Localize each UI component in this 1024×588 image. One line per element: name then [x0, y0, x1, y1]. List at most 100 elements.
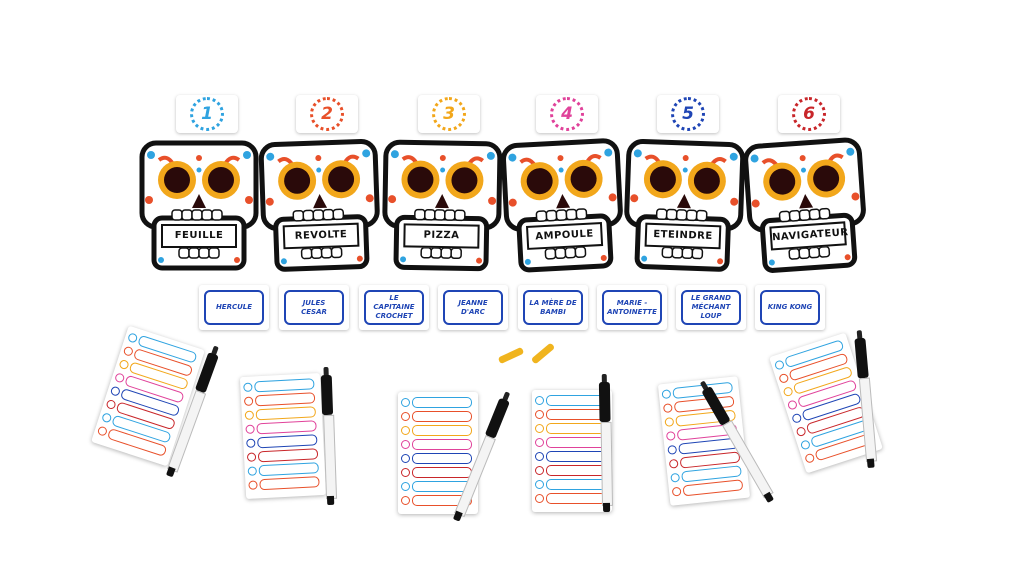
bone-token	[497, 346, 525, 365]
answer-row	[682, 479, 744, 497]
row-number-badge	[122, 345, 135, 357]
answer-row	[546, 479, 606, 490]
row-number-badge	[773, 359, 786, 371]
answer-row	[412, 397, 472, 408]
character-name: MARIE - ANTOINETTE	[602, 290, 662, 325]
row-number-badge	[535, 452, 544, 461]
row-number-badge	[535, 396, 544, 405]
character-card: LA MÈRE DE BAMBI	[518, 285, 588, 330]
skull-word: FEUILLE	[161, 224, 237, 248]
character-name: JEANNE D'ARC	[443, 290, 503, 325]
skull-illustration	[381, 139, 503, 277]
character-name: LE CAPITAINE CROCHET	[364, 290, 424, 325]
row-number-badge	[535, 410, 544, 419]
answer-row	[412, 411, 472, 422]
skull-word: ETEINDRE	[644, 222, 722, 250]
row-number-badge	[243, 396, 254, 406]
row-number-badge	[247, 466, 258, 476]
skull-illustration	[500, 137, 627, 279]
row-number-badge	[671, 486, 682, 497]
marker-tip	[602, 502, 611, 513]
answer-row	[546, 423, 606, 434]
character-card: JULES CESAR	[279, 285, 349, 330]
skull-board: NAVIGATEUR	[742, 136, 871, 276]
row-number-badge	[401, 454, 410, 463]
number-token: 5	[657, 95, 719, 133]
skull-word: AMPOULE	[525, 221, 604, 250]
marker-cap	[484, 397, 510, 439]
skull-illustration	[258, 138, 383, 278]
marker-body	[600, 421, 614, 507]
row-number-badge	[782, 385, 794, 398]
row-number-badge	[535, 438, 544, 447]
row-number-badge	[786, 399, 799, 411]
character-card: KING KONG	[755, 285, 825, 330]
row-number-badge	[795, 425, 807, 438]
skull-board: ETEINDRE	[622, 138, 747, 274]
answer-row	[546, 395, 606, 406]
row-number-badge	[401, 426, 410, 435]
row-number-badge	[109, 385, 122, 397]
number-token: 4	[536, 95, 598, 133]
answer-row	[258, 462, 319, 477]
row-number-badge	[668, 458, 679, 469]
marker-tip	[326, 495, 335, 506]
row-number-badge	[535, 494, 544, 503]
character-card: JEANNE D'ARC	[438, 285, 508, 330]
character-card: HERCULE	[199, 285, 269, 330]
number-token: 2	[296, 95, 358, 133]
row-number-badge	[245, 424, 255, 434]
character-name: LE GRAND MÉCHANT LOUP	[681, 290, 741, 325]
marker-tip	[452, 510, 463, 522]
marker-cap	[854, 337, 869, 379]
marker-cap	[320, 374, 334, 416]
row-number-badge	[535, 480, 544, 489]
row-number-badge	[401, 398, 410, 407]
marker-tip	[866, 458, 875, 469]
row-number-badge	[96, 425, 109, 437]
answer-row	[412, 495, 472, 506]
answer-row	[254, 378, 315, 393]
answer-row	[254, 392, 316, 407]
character-card: LE CAPITAINE CROCHET	[359, 285, 429, 330]
answer-row	[546, 437, 606, 448]
row-number-badge	[401, 496, 410, 505]
answer-sheet	[91, 325, 205, 467]
row-number-badge	[401, 440, 410, 449]
answer-row	[412, 467, 472, 478]
answer-row	[257, 434, 318, 449]
number-token: 3	[418, 95, 480, 133]
row-number-badge	[246, 438, 256, 448]
answer-sheet	[532, 390, 612, 512]
number-token: 6	[778, 95, 840, 133]
row-number-badge	[244, 410, 255, 420]
answer-row	[546, 409, 606, 420]
row-number-badge	[791, 412, 803, 424]
number-badge: 2	[310, 97, 344, 131]
row-number-badge	[799, 439, 812, 451]
character-name: LA MÈRE DE BAMBI	[523, 290, 583, 325]
answer-row	[546, 465, 606, 476]
character-card: MARIE - ANTOINETTE	[597, 285, 667, 330]
row-number-badge	[535, 424, 544, 433]
row-number-badge	[664, 417, 675, 427]
row-number-badge	[243, 382, 253, 392]
dry-erase-marker	[598, 373, 614, 513]
number-badge: 6	[792, 97, 826, 131]
marker-body	[323, 414, 338, 500]
row-number-badge	[105, 398, 117, 411]
answer-sheet	[398, 392, 478, 514]
row-number-badge	[665, 430, 676, 441]
skull-board: AMPOULE	[500, 137, 627, 275]
answer-sheet	[239, 372, 327, 500]
skull-illustration	[742, 136, 871, 280]
row-number-badge	[670, 472, 681, 483]
character-name: JULES CESAR	[284, 290, 344, 325]
number-badge: 3	[432, 97, 466, 131]
answer-row	[255, 406, 317, 421]
number-badge: 5	[671, 97, 705, 131]
row-number-badge	[535, 466, 544, 475]
skull-illustration	[622, 138, 747, 278]
answer-row	[256, 420, 317, 435]
row-number-badge	[127, 332, 139, 344]
